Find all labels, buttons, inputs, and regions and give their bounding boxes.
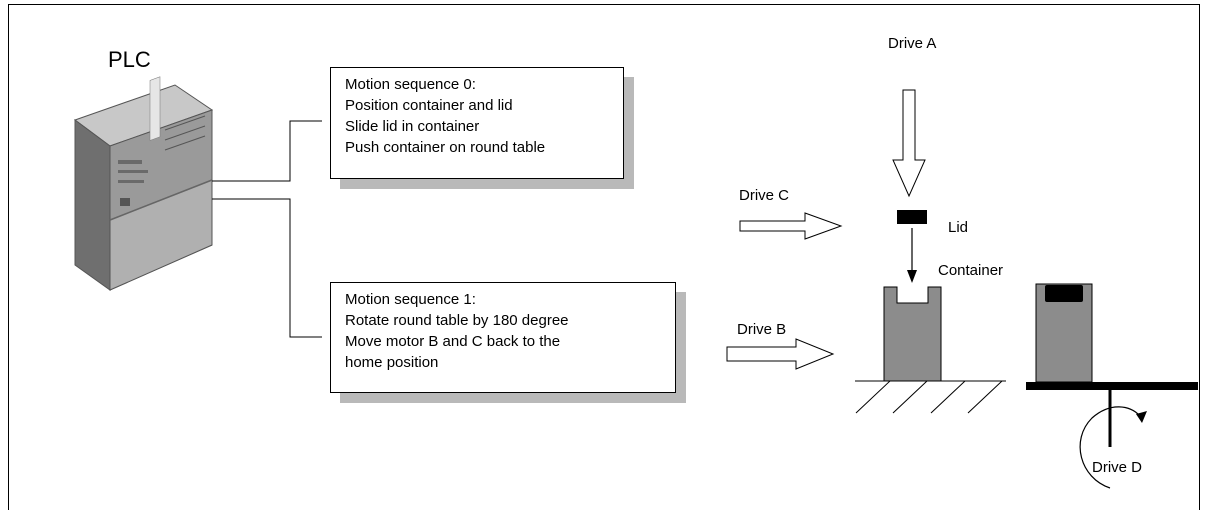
- sequence-title: Motion sequence 0:: [345, 76, 476, 93]
- drive-c-label: Drive C: [739, 187, 790, 204]
- drive-a-arrow: [892, 89, 926, 198]
- plc-connector-lines: [212, 120, 322, 338]
- diagram-frame: [8, 4, 1200, 510]
- drive-a-label: Drive A: [888, 35, 937, 52]
- lid: [897, 210, 927, 224]
- round-table: [1026, 382, 1198, 390]
- drive-b-arrow: [726, 338, 835, 370]
- lid-down-arrow: [907, 228, 917, 283]
- sequence-step: Position container and lid: [345, 97, 513, 114]
- sequence-step: Move motor B and C back to the: [345, 333, 561, 350]
- sequence-step: Rotate round table by 180 degree: [345, 312, 569, 329]
- drive-d-rotation-arrow: [1079, 406, 1147, 489]
- drive-c-arrow: [739, 212, 843, 240]
- drive-d-label: Drive D: [1092, 459, 1143, 476]
- motion-sequence-1-box: Motion sequence 1: Rotate round table by…: [330, 282, 676, 393]
- lid-label: Lid: [948, 219, 969, 236]
- plc-label: PLC: [108, 47, 151, 72]
- drive-b-label: Drive B: [737, 321, 787, 338]
- container-label: Container: [938, 262, 1004, 279]
- closed-container-lid: [1045, 285, 1083, 302]
- motion-sequence-0-box: Motion sequence 0: Position container an…: [330, 67, 624, 179]
- ground: [855, 380, 1006, 414]
- sequence-title: Motion sequence 1:: [345, 291, 476, 308]
- sequence-step: Slide lid in container: [345, 118, 480, 135]
- sequence-step: home position: [345, 354, 439, 371]
- open-container: [883, 286, 942, 382]
- plc-module-image: [73, 76, 214, 291]
- sequence-step: Push container on round table: [345, 139, 546, 156]
